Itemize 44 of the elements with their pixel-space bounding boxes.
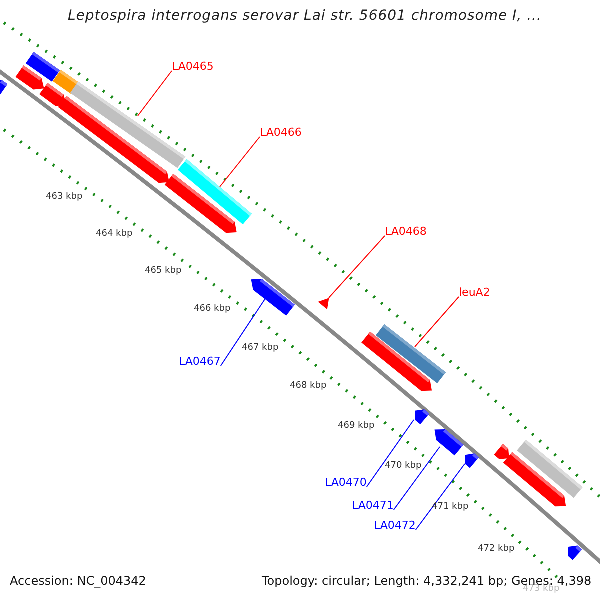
scale-label: 467 kbp: [242, 344, 279, 353]
footer-text: Accession: NC_004342: [10, 575, 146, 587]
gene-label: LA0470: [325, 477, 367, 488]
gene-marker: [318, 298, 330, 310]
scale-label: 464 kbp: [96, 230, 133, 239]
leader-line: [138, 70, 172, 116]
gene-feature: [164, 174, 237, 234]
gene-feature: [16, 66, 44, 90]
gene-feature: [58, 96, 170, 184]
gene-label: leuA2: [459, 287, 490, 298]
gene-feature: [40, 83, 66, 106]
scale-label: 468 kbp: [290, 382, 327, 391]
scale-label: 470 kbp: [385, 462, 422, 471]
footer-text: Topology: circular; Length: 4,332,241 bp; Genes: 4,398: [262, 575, 592, 587]
scale-label: 472 kbp: [478, 545, 515, 554]
scale-label: 466 kbp: [194, 305, 231, 314]
gene-label: LA0472: [374, 520, 416, 531]
leader-line: [414, 296, 460, 348]
gene-label: LA0468: [385, 226, 427, 237]
leader-line: [220, 298, 266, 366]
gene-feature: [494, 444, 510, 460]
gene-label: LA0467: [179, 356, 221, 367]
scale-label: 469 kbp: [338, 422, 375, 431]
gene-feature: [362, 332, 432, 392]
gene-feature: [503, 452, 566, 507]
gene-label: LA0465: [172, 61, 214, 72]
leader-line: [220, 136, 260, 188]
gene-feature: [434, 430, 464, 456]
gene-feature: [465, 454, 480, 468]
gene-label: LA0471: [352, 500, 394, 511]
scale-label: 471 kbp: [432, 503, 469, 512]
leader-line: [366, 420, 414, 488]
gene-feature: [251, 279, 295, 316]
leader-line: [393, 446, 440, 510]
scale-label: 473 kbp: [523, 585, 560, 594]
gene-label: LA0466: [260, 127, 302, 138]
map-title: Leptospira interrogans serovar Lai str. 56601 chromosome I, ...: [68, 9, 542, 23]
scale-label: 465 kbp: [145, 267, 182, 276]
gene-feature: [415, 410, 430, 425]
gene-feature: [568, 546, 582, 560]
gene-feature: [0, 80, 8, 96]
leader-line: [415, 464, 466, 530]
scale-label: 463 kbp: [46, 193, 83, 202]
leader-line: [328, 236, 386, 298]
